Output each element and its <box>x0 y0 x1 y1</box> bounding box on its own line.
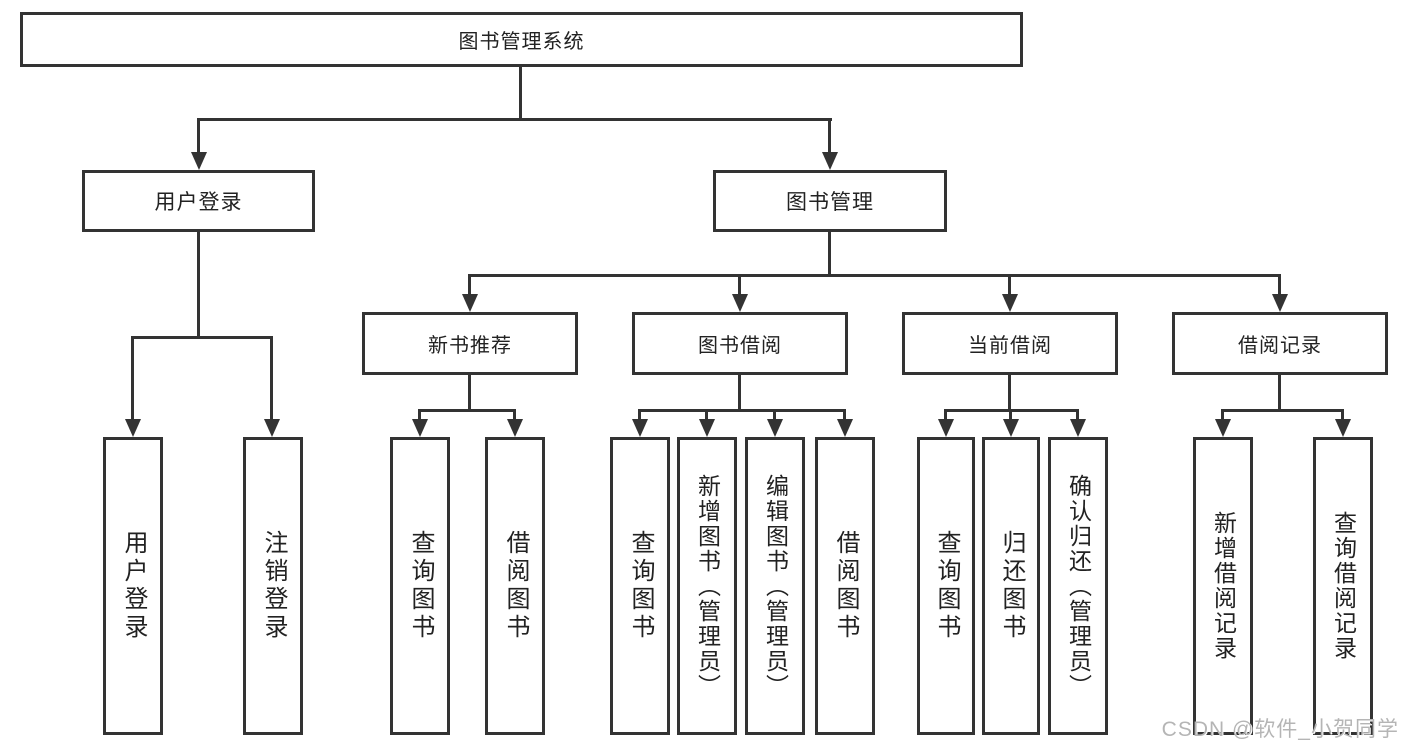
connector-line <box>513 409 516 421</box>
arrow-down-icon <box>1272 294 1288 312</box>
connector-line <box>828 232 831 277</box>
leaf-edit-book-admin: 编辑图书（管理员） <box>745 437 805 735</box>
connector-line <box>738 375 741 412</box>
connector-line <box>1221 409 1224 421</box>
connector-line <box>1008 274 1011 296</box>
connector-line <box>1008 375 1011 412</box>
connector-line <box>270 336 273 421</box>
node-library-management-system: 图书管理系统 <box>20 12 1023 67</box>
leaf-add-book-admin: 新增图书（管理员） <box>677 437 737 735</box>
node-label: 图书借阅 <box>698 335 782 357</box>
leaf-query-books-1: 查询图书 <box>390 437 450 735</box>
node-book-management: 图书管理 <box>713 170 947 232</box>
leaf-label: 编辑图书（管理员） <box>762 473 789 699</box>
arrow-down-icon <box>264 419 280 437</box>
arrow-down-icon <box>1215 419 1231 437</box>
leaf-label: 确认归还（管理员） <box>1065 473 1092 699</box>
leaf-query-books-3: 查询图书 <box>917 437 975 735</box>
node-label: 用户登录 <box>154 191 243 214</box>
arrow-down-icon <box>1335 419 1351 437</box>
arrow-down-icon <box>1003 419 1019 437</box>
connector-line <box>944 409 947 421</box>
arrow-down-icon <box>732 294 748 312</box>
node-borrowing-records: 借阅记录 <box>1172 312 1388 375</box>
connector-line <box>1278 274 1281 296</box>
connector-line <box>1009 409 1012 421</box>
connector-line <box>197 232 200 339</box>
connector-line <box>519 67 522 121</box>
connector-line <box>1221 409 1344 412</box>
leaf-query-borrow-record: 查询借阅记录 <box>1313 437 1373 735</box>
connector-line <box>1076 409 1079 421</box>
connector-line <box>828 118 831 154</box>
connector-line <box>468 274 1281 277</box>
arrow-down-icon <box>191 152 207 170</box>
leaf-borrow-books-1: 借阅图书 <box>485 437 545 735</box>
leaf-label: 注销登录 <box>260 530 287 642</box>
leaf-user-login: 用户登录 <box>103 437 163 735</box>
arrow-down-icon <box>1070 419 1086 437</box>
node-label: 借阅记录 <box>1238 335 1322 357</box>
connector-line <box>638 409 846 412</box>
leaf-label: 归还图书 <box>998 530 1025 642</box>
node-book-borrowing: 图书借阅 <box>632 312 848 375</box>
leaf-label: 查询图书 <box>407 530 434 642</box>
connector-line <box>638 409 641 421</box>
connector-line <box>197 118 200 154</box>
arrow-down-icon <box>1002 294 1018 312</box>
arrow-down-icon <box>507 419 523 437</box>
arrow-down-icon <box>462 294 478 312</box>
connector-line <box>468 375 471 412</box>
arrow-down-icon <box>125 419 141 437</box>
node-user-login: 用户登录 <box>82 170 315 232</box>
node-new-book-recommendation: 新书推荐 <box>362 312 578 375</box>
watermark-text: CSDN @软件_小贺同学 <box>1161 718 1399 741</box>
leaf-borrow-books-2: 借阅图书 <box>815 437 875 735</box>
connector-line <box>131 336 134 421</box>
leaf-label: 借阅图书 <box>502 530 529 642</box>
connector-line <box>131 336 273 339</box>
leaf-label: 新增图书（管理员） <box>694 473 721 699</box>
connector-line <box>198 118 832 121</box>
node-label: 当前借阅 <box>968 335 1052 357</box>
arrow-down-icon <box>699 419 715 437</box>
connector-line <box>705 409 708 421</box>
leaf-label: 查询图书 <box>933 530 960 642</box>
connector-line <box>418 409 516 412</box>
arrow-down-icon <box>632 419 648 437</box>
arrow-down-icon <box>412 419 428 437</box>
leaf-add-borrow-record: 新增借阅记录 <box>1193 437 1253 735</box>
leaf-label: 查询图书 <box>627 530 654 642</box>
arrow-down-icon <box>822 152 838 170</box>
connector-line <box>418 409 421 421</box>
leaf-label: 新增借阅记录 <box>1210 511 1237 661</box>
arrow-down-icon <box>938 419 954 437</box>
connector-line <box>1278 375 1281 412</box>
node-current-borrowing: 当前借阅 <box>902 312 1118 375</box>
connector-line <box>773 409 776 421</box>
connector-line <box>468 274 471 296</box>
arrow-down-icon <box>767 419 783 437</box>
leaf-confirm-return-admin: 确认归还（管理员） <box>1048 437 1108 735</box>
connector-line <box>1341 409 1344 421</box>
leaf-query-books-2: 查询图书 <box>610 437 670 735</box>
leaf-return-books: 归还图书 <box>982 437 1040 735</box>
node-label: 图书管理 <box>786 191 874 214</box>
leaf-label: 用户登录 <box>120 530 147 642</box>
arrow-down-icon <box>837 419 853 437</box>
leaf-label: 借阅图书 <box>832 530 859 642</box>
node-label: 新书推荐 <box>428 335 512 357</box>
leaf-logout: 注销登录 <box>243 437 303 735</box>
node-label: 图书管理系统 <box>458 31 585 53</box>
connector-line <box>843 409 846 421</box>
leaf-label: 查询借阅记录 <box>1330 511 1357 661</box>
connector-line <box>738 274 741 296</box>
